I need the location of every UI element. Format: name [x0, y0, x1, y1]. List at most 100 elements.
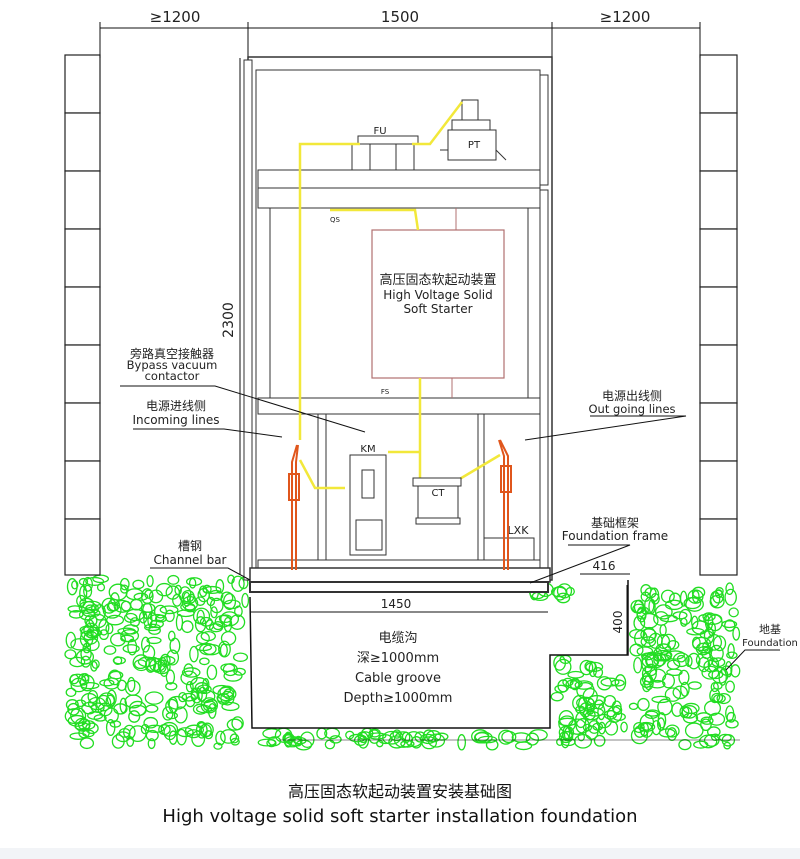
- ground-stone: [678, 669, 690, 686]
- brick-walls: [64, 54, 738, 576]
- ground-stone: [345, 730, 355, 740]
- frame-label-en: Foundation frame: [562, 529, 668, 543]
- ground-stone: [220, 630, 237, 646]
- brick: [699, 170, 738, 230]
- ground-stone: [712, 589, 725, 604]
- ground-stone: [204, 730, 214, 740]
- incoming-label-zh: 电源进线侧: [146, 399, 206, 413]
- ground-stone: [197, 686, 208, 702]
- ground-stone: [709, 687, 721, 704]
- ground-stone: [221, 701, 240, 712]
- ground-stone: [718, 668, 727, 686]
- ground-stone: [695, 712, 713, 723]
- brick: [699, 344, 738, 404]
- ground-stone: [166, 649, 180, 666]
- ground-stone: [227, 574, 235, 585]
- qs-label: QS: [330, 216, 341, 224]
- ground-stone: [85, 576, 105, 586]
- ground-stone: [644, 587, 657, 599]
- ground-stone: [569, 677, 581, 691]
- ground-stone: [145, 729, 159, 742]
- brick: [699, 402, 738, 462]
- brick: [64, 112, 101, 172]
- brick: [699, 228, 738, 288]
- ground-stone: [679, 590, 688, 607]
- ground-stone: [216, 693, 230, 703]
- ground-stone: [106, 614, 125, 626]
- leader-lines: [120, 385, 780, 671]
- ground-stone: [562, 677, 574, 687]
- fu-label: FU: [373, 126, 386, 137]
- ground-stone: [79, 737, 95, 750]
- ground-stone: [90, 660, 98, 672]
- ground-stone: [368, 728, 381, 738]
- ground-stone: [176, 728, 187, 746]
- ground-stone: [145, 656, 162, 672]
- ground-stone: [725, 582, 734, 595]
- ground-stone: [217, 686, 237, 702]
- starter-title-en1: High Voltage Solid: [383, 288, 492, 302]
- ground-stone: [421, 736, 437, 750]
- ground-stone: [654, 604, 673, 620]
- channel-label-en: Channel bar: [154, 553, 227, 567]
- ground-stone: [633, 615, 646, 631]
- ground-stone: [525, 732, 540, 746]
- ground-stone: [514, 741, 533, 751]
- ground-stone: [666, 659, 681, 670]
- ground-stone: [220, 729, 238, 744]
- ground-stone: [69, 656, 86, 668]
- incoming-label-en: Incoming lines: [132, 413, 219, 427]
- ground-stone: [222, 663, 238, 677]
- km-contactor: [349, 454, 387, 556]
- ground-stone: [593, 667, 604, 678]
- ground-stone: [639, 721, 650, 737]
- ground-stone: [586, 707, 604, 717]
- outgoing-label-en: Out going lines: [588, 402, 675, 416]
- ground-stone: [283, 735, 302, 748]
- ground-stone: [111, 734, 125, 749]
- ground-stone: [579, 659, 594, 676]
- ground-stone: [697, 656, 711, 673]
- ground-stone: [556, 583, 573, 599]
- ground-stone: [92, 574, 110, 584]
- ground-stone: [727, 643, 735, 659]
- caption-en: High voltage solid soft starter installa…: [162, 806, 638, 827]
- ground-stone: [708, 670, 724, 680]
- brick: [699, 518, 738, 576]
- brick: [64, 286, 101, 346]
- ground-stone: [215, 730, 226, 746]
- brick: [64, 518, 101, 576]
- ground-stone: [606, 706, 623, 724]
- dim-step-width: 416: [593, 559, 616, 573]
- ground-stone: [64, 649, 77, 660]
- ground-stone: [422, 729, 435, 743]
- ground-stone: [704, 700, 722, 716]
- brick: [699, 54, 738, 114]
- brick: [699, 112, 738, 172]
- ground-stone: [687, 652, 701, 670]
- ground-stone: [392, 729, 402, 739]
- trench-outline: [249, 580, 740, 741]
- ground-stone: [110, 592, 120, 606]
- ground-stone: [498, 729, 514, 745]
- ground-stone: [565, 679, 583, 689]
- ground-stone: [653, 649, 673, 661]
- ground-stone: [220, 611, 240, 627]
- ground-stone: [665, 724, 680, 738]
- ground-stone: [165, 682, 178, 691]
- ground-stone: [597, 721, 606, 735]
- ground-stone: [87, 690, 99, 704]
- ground-stone: [716, 692, 731, 705]
- ground-stone: [202, 584, 212, 594]
- ground-stone: [587, 720, 601, 734]
- ground-stone: [127, 676, 136, 693]
- ground-stone: [657, 712, 667, 729]
- ground-stone: [701, 665, 720, 680]
- ground-stone: [93, 714, 107, 722]
- ground-stone: [116, 679, 127, 692]
- ground-stone: [71, 580, 79, 590]
- ground-stone: [83, 630, 99, 645]
- ground-stone: [473, 731, 493, 744]
- ground-stone: [357, 731, 370, 749]
- ground-stone: [726, 651, 738, 660]
